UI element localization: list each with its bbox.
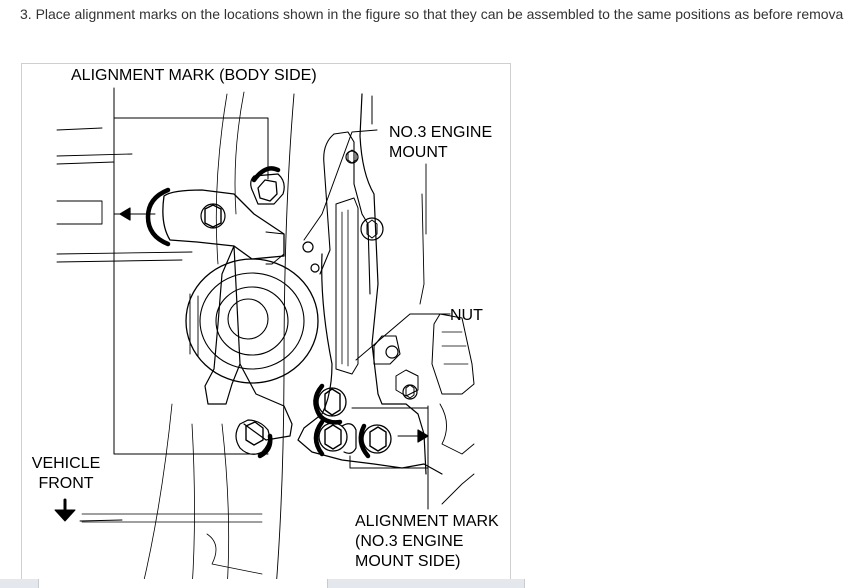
alignment-figure: ALIGNMENT MARK (BODY SIDE) NO.3 ENGINE M… [21, 63, 511, 588]
taskbar-segment[interactable] [524, 579, 854, 588]
vehicle-front-label-line1: VEHICLE [31, 455, 101, 472]
alignment-mark-mount-side-label: ALIGNMENT MARK (NO.3 ENGINE MOUNT SIDE) [355, 512, 499, 572]
engine-mount-diagram [54, 87, 475, 588]
alignment-mark-mount-side-line3: MOUNT SIDE) [355, 553, 461, 570]
engine-mount-label: NO.3 ENGINE MOUNT [389, 123, 492, 163]
bottom-taskbar-strip [0, 579, 854, 588]
taskbar-segment[interactable] [38, 579, 328, 588]
vehicle-front-label: VEHICLE FRONT [28, 454, 104, 494]
alignment-mark-mount-side-line2: (NO.3 ENGINE [355, 533, 464, 550]
alignment-mark-body-side-label: ALIGNMENT MARK (BODY SIDE) [71, 67, 317, 84]
vehicle-front-label-line2: FRONT [38, 475, 94, 492]
engine-mount-label-line2: MOUNT [389, 144, 448, 161]
engine-mount-label-line1: NO.3 ENGINE [389, 124, 493, 141]
alignment-mark-mount-side-line1: ALIGNMENT MARK [355, 513, 499, 530]
instruction-text: 3. Place alignment marks on the location… [20, 6, 844, 22]
nut-label: NUT [450, 307, 483, 324]
